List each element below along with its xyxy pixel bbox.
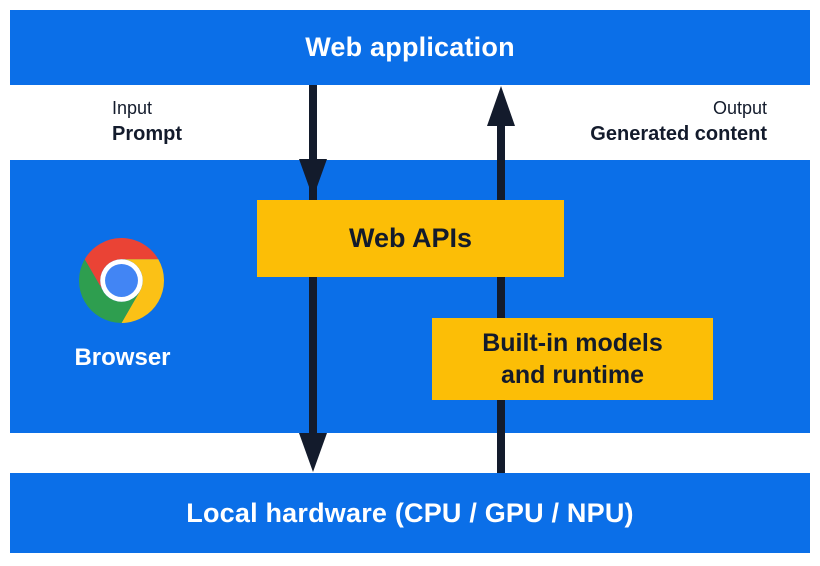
chrome-logo-icon [79, 238, 164, 323]
local-hardware-label: Local hardware (CPU / GPU / NPU) [186, 497, 634, 528]
builtin-models-box: Built-in models and runtime [432, 318, 713, 400]
web-apis-box: Web APIs [257, 200, 564, 277]
input-caption: Input [112, 98, 153, 118]
output-caption: Output [712, 98, 767, 118]
input-label-block: Input Prompt [112, 95, 182, 148]
browser-label: Browser [74, 344, 171, 371]
local-hardware-bar: Local hardware (CPU / GPU / NPU) [10, 473, 810, 553]
prompt-label: Prompt [112, 123, 182, 145]
generated-content-label: Generated content [590, 123, 767, 145]
web-apis-label: Web APIs [348, 223, 473, 253]
builtin-models-line2: and runtime [500, 361, 645, 389]
web-application-label: Web application [305, 32, 515, 62]
output-label-block: Output Generated content [590, 95, 767, 148]
web-application-bar: Web application [10, 10, 810, 85]
builtin-models-line1: Built-in models [482, 329, 663, 357]
